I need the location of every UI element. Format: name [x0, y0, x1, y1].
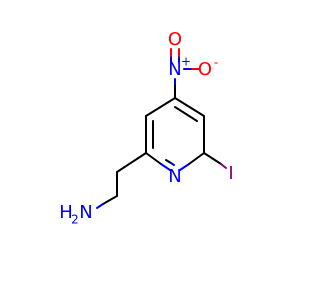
- nitro-nitrogen-label: N: [168, 59, 181, 80]
- bond-c6-i-purple: [220, 163, 227, 169]
- amine-h2-subscript: 2: [71, 213, 79, 227]
- bond-c6-i-black: [203, 152, 222, 165]
- bond-c2-n1-black: [145, 152, 162, 165]
- nitro-oxygen-right-charge: -: [214, 56, 218, 70]
- iodine-label: I: [228, 163, 233, 184]
- nitro-oxygen-right-label: O: [198, 59, 212, 80]
- molecule-diagram-canvas: N + O O - N I H N 2: [59, 29, 234, 227]
- bond-c4-c3: [145, 97, 176, 117]
- bond-c2-n1-blue: [160, 163, 171, 171]
- nitro-nitrogen-charge: +: [181, 55, 191, 69]
- bond-ch2-n-blue: [96, 203, 104, 209]
- structure-diagram: N + O O - N I H N 2: [59, 29, 233, 227]
- bond-n1-c6-blue: [179, 163, 190, 171]
- double-bond-c5-c4-inner: [174, 106, 198, 122]
- nitro-oxygen-top-label: O: [168, 29, 182, 50]
- bond-c5-c4: [174, 97, 205, 117]
- bond-n1-c6-black: [188, 152, 205, 165]
- double-bond-c2-n1-inner-blue: [170, 162, 175, 166]
- bond-ch2-n-black: [102, 195, 118, 205]
- bond-c2-ch2-1: [116, 152, 147, 173]
- ring-nitrogen-label: N: [168, 166, 181, 187]
- amine-nitrogen-label: N: [79, 202, 92, 223]
- amine-hydrogen-label: H: [59, 202, 73, 223]
